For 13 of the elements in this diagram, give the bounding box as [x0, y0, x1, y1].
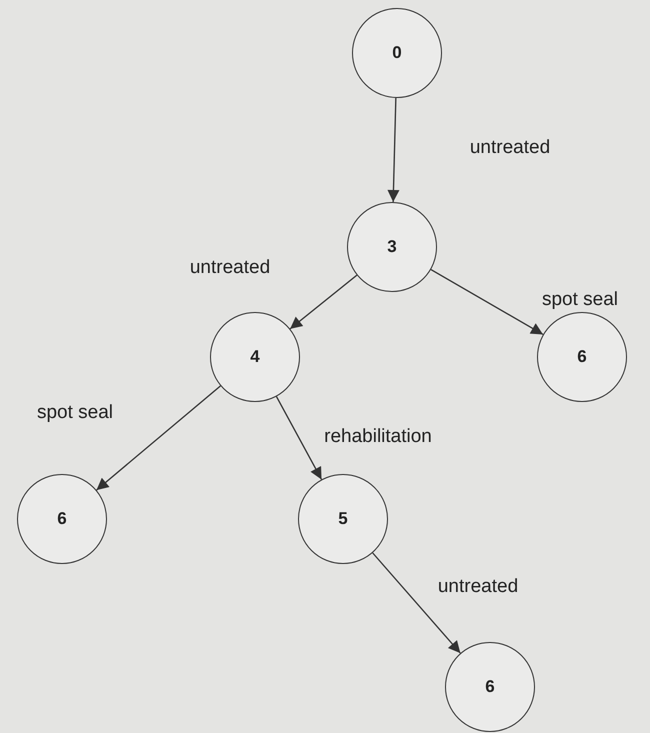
arrow	[372, 552, 461, 654]
arrow	[290, 274, 358, 330]
arrow	[430, 268, 544, 336]
arrow	[276, 396, 322, 480]
state-number: 6	[577, 347, 587, 367]
arrow	[387, 98, 400, 202]
state-number: 6	[485, 677, 495, 697]
state-number: 4	[250, 347, 260, 367]
arrow	[96, 385, 221, 491]
state-number: 3	[387, 237, 397, 257]
state-number: 0	[392, 43, 402, 63]
state-number: 6	[57, 509, 67, 529]
state-number: 5	[338, 509, 348, 529]
